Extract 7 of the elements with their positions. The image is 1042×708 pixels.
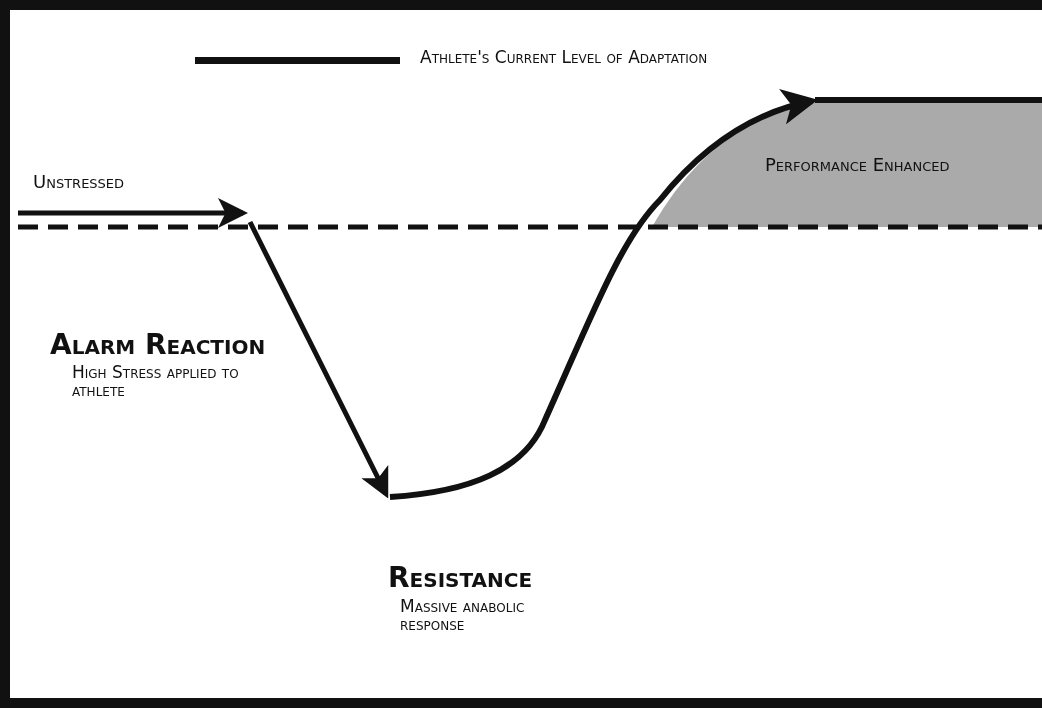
stage-note: Massive anabolic response [400, 598, 526, 634]
stage-label: Unstressed [33, 173, 125, 192]
legend-text: Athlete's Current Level of Adaptation [420, 49, 708, 67]
stage-heading: Resistance [388, 563, 533, 593]
stage-note: High Stress applied to athlete [72, 364, 240, 400]
area-label: Performance Enhanced [765, 156, 950, 175]
stage-heading: Alarm Reaction [50, 330, 266, 360]
